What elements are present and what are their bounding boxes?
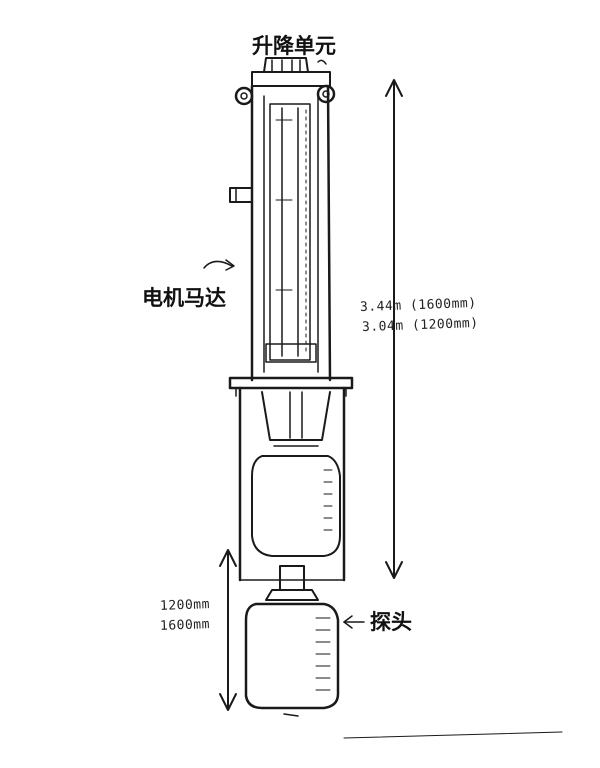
mounting-flange xyxy=(228,376,354,397)
probe-length-label-1: 1200mm xyxy=(159,597,211,614)
height-dimension-arrow xyxy=(385,79,403,579)
lower-housing xyxy=(238,386,346,582)
probe-label: 探头 xyxy=(370,610,412,634)
lifting-eye-right xyxy=(316,84,336,104)
motor-pointer-arrow xyxy=(203,260,233,269)
ground-line xyxy=(343,731,563,739)
probe-dimension-arrow xyxy=(219,549,237,711)
probe xyxy=(244,565,340,717)
title-label: 升降单元 xyxy=(252,34,336,58)
motor-port xyxy=(229,187,253,203)
lift-column xyxy=(250,84,332,382)
probe-pointer-head xyxy=(343,615,353,629)
motor-pointer-head xyxy=(225,259,235,271)
top-cap xyxy=(251,57,331,87)
probe-length-label-2: 1600mm xyxy=(159,617,211,634)
motor-label: 电机马达 xyxy=(142,286,226,310)
lifting-eye-left xyxy=(234,86,254,106)
